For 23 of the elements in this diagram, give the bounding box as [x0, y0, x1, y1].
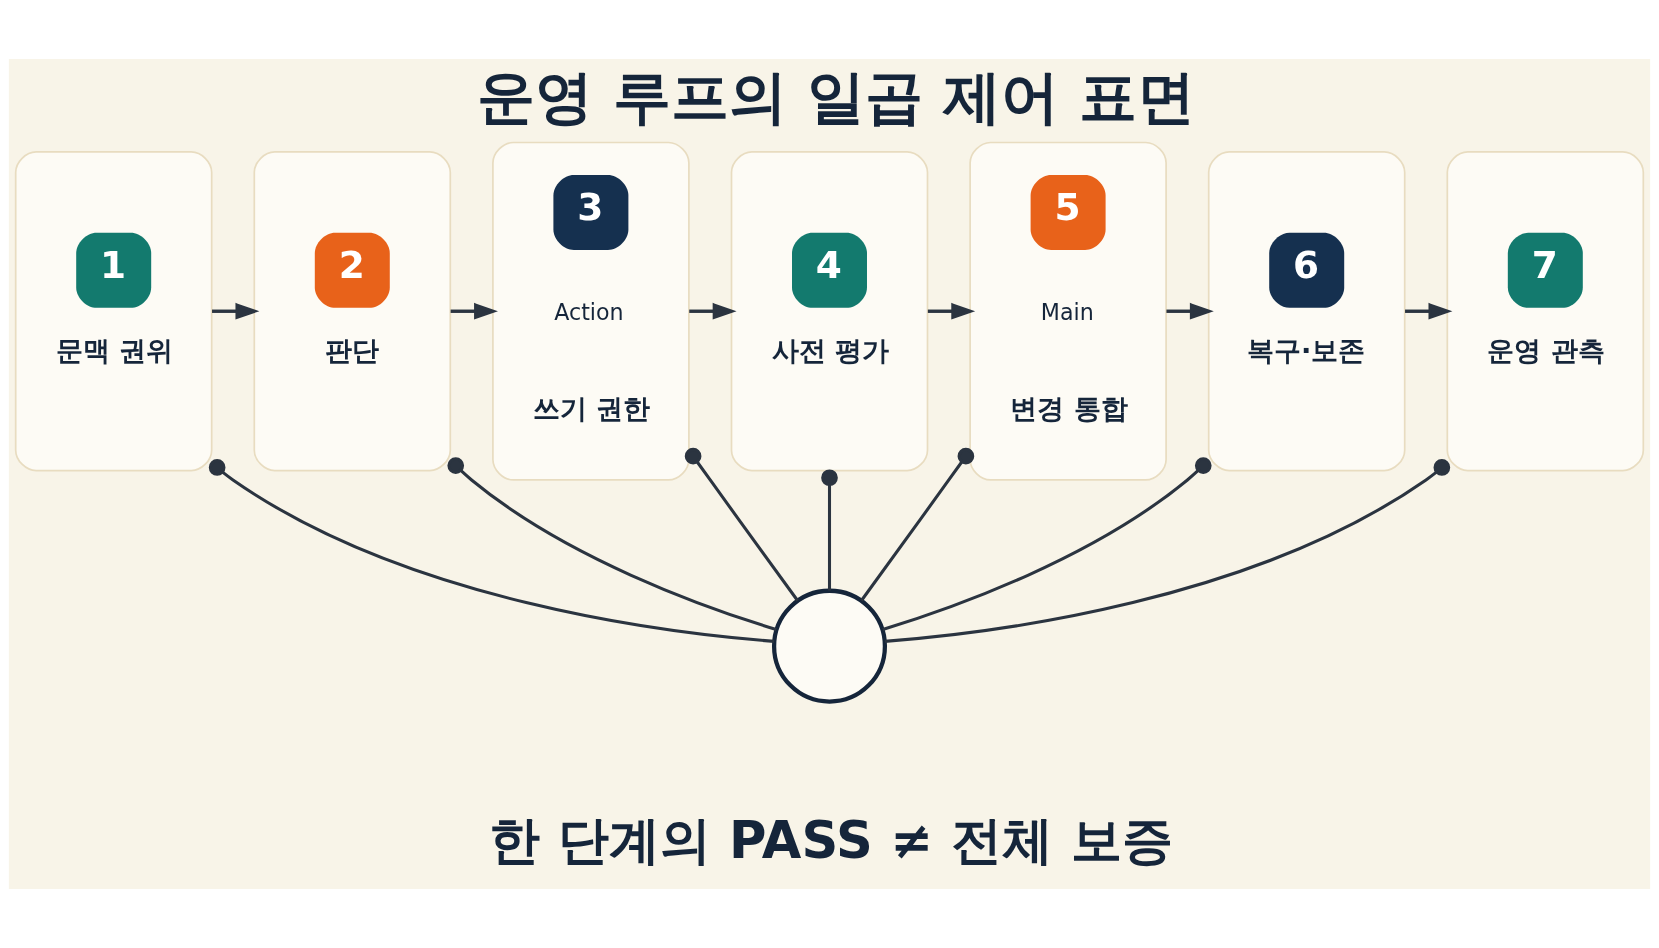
arrow [212, 302, 260, 320]
connector [208, 459, 775, 643]
node-circle [772, 588, 887, 704]
arrow [450, 302, 498, 320]
caption: 한 단계의 PASS ≠ 전체 보증 [489, 811, 1173, 871]
connector [684, 447, 799, 602]
node-box: 7 운영 관측 [1446, 151, 1645, 472]
node-box: 2 판단 [253, 151, 452, 472]
node-box: 4 사전 평가 [730, 151, 929, 472]
arrow [1405, 302, 1453, 320]
arrow [1166, 302, 1214, 320]
connector [884, 459, 1451, 643]
diagram-title: 운영 루프의 일곱 제어 표면 [476, 63, 1196, 132]
arrow [927, 302, 976, 320]
connector [882, 457, 1212, 631]
connector [860, 447, 975, 602]
node-box: 6 복구·보존 [1207, 151, 1406, 472]
node-box: 3 Action 쓰기 권한 [492, 141, 690, 481]
node-box: 1 문맥 권위 [14, 151, 213, 472]
arrow [689, 302, 737, 320]
node-box: 5 Main 변경 통합 [969, 141, 1167, 481]
connector [447, 457, 777, 631]
connector [821, 469, 838, 591]
